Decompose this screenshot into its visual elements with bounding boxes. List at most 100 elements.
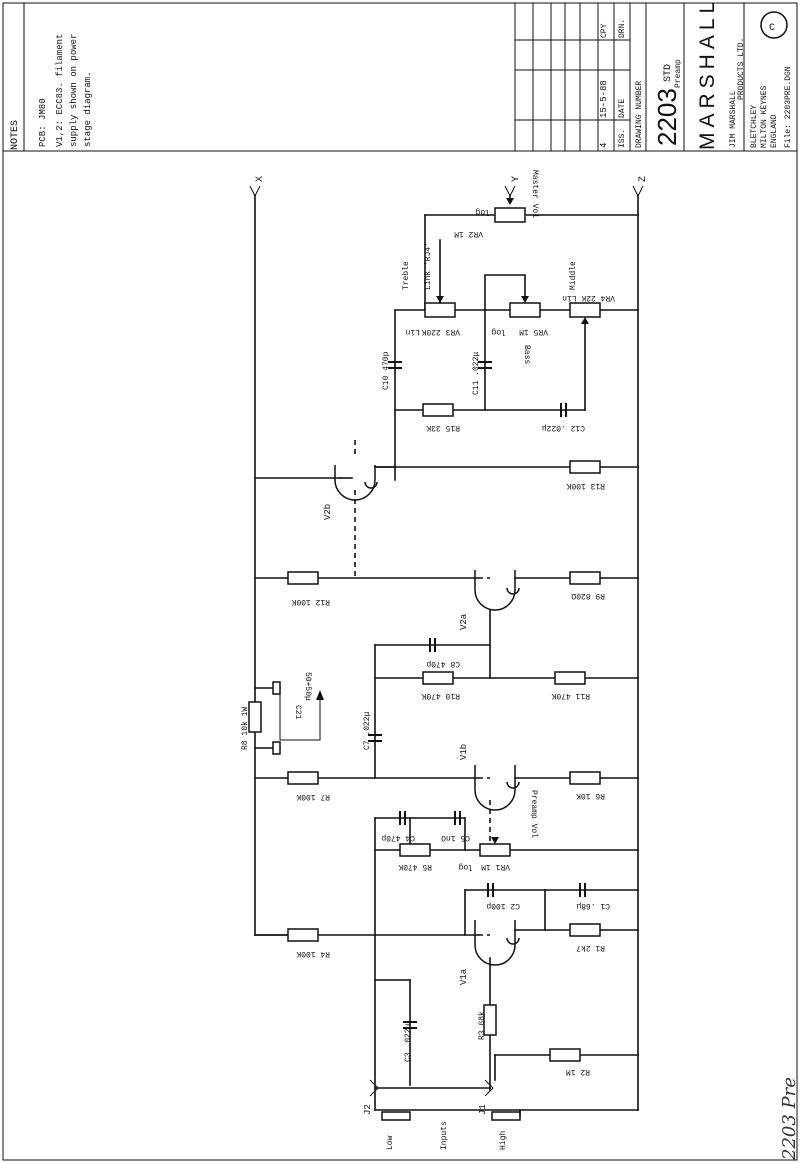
address-line: MILTON KEYNES: [760, 85, 769, 148]
inputs-label: Inputs: [440, 1121, 449, 1150]
c11-label: C11 .022μ: [472, 352, 481, 395]
file-name: File: 2203PRE.DGN: [784, 66, 793, 148]
vr3-potentiometer: [424, 302, 456, 318]
jack-j2-tip: [369, 1079, 379, 1097]
r5-resistor: [399, 843, 431, 857]
brand-name: MARSHALL: [696, 0, 719, 150]
drawing-number: 2203: [652, 88, 682, 146]
wire: [484, 274, 526, 311]
drawing-sub: Preamp: [674, 59, 683, 88]
vr2-name: Master Vol: [530, 170, 539, 218]
link-label: Link 'RJ4': [424, 242, 433, 290]
c21-capacitor: [272, 681, 281, 695]
issue-date: 15-5-88: [599, 80, 609, 118]
vr3-wiper: [436, 296, 444, 303]
address-line: ENGLAND: [770, 114, 779, 148]
vr5-label: VR5 1M: [519, 327, 548, 336]
vr5-name: Bass: [522, 345, 531, 364]
vr1-name: Preamp Vol: [529, 790, 538, 838]
drn-label: DRN.: [618, 19, 627, 38]
r8-resistor: [248, 701, 262, 733]
vr4-label: VR4 22K Lin: [562, 293, 615, 302]
vr1-potentiometer: [479, 843, 511, 857]
svg-text:C: C: [769, 23, 775, 34]
r2-label: R2 1M: [566, 1067, 590, 1076]
vr5-taper: log: [491, 327, 506, 336]
r7-label: R7 100K: [296, 792, 330, 801]
c21-value: 50+50μ: [303, 672, 312, 701]
valve-v2b: [334, 440, 378, 501]
r11-label: R11 470K: [551, 691, 590, 700]
vr2-potentiometer: [494, 207, 526, 223]
r10-label: R10 470K: [421, 691, 460, 700]
r15-label: R15 33K: [426, 423, 460, 432]
r6-label: R6 10K: [576, 791, 605, 800]
vr3-name: Treble: [402, 261, 411, 290]
v1a-label: V1a: [459, 968, 469, 985]
r13-resistor: [569, 460, 601, 474]
drawing-std: STD: [663, 64, 674, 82]
r4-label: R4 100K: [296, 949, 330, 958]
vr3-taper: Lin: [405, 327, 420, 336]
c4-label: C4 470p: [381, 833, 415, 842]
valve-v2a: [474, 570, 520, 611]
cpy-label: CPY: [600, 23, 609, 38]
notes-line: V1,2: ECC83. filament: [55, 34, 65, 147]
high-label: High: [499, 1131, 508, 1150]
c10-label: C10 470p: [382, 351, 391, 390]
r13-label: R13 100K: [566, 481, 605, 490]
vr4-name: Middle: [569, 261, 578, 290]
rail-x-label: X: [255, 176, 266, 182]
v2a-label: V2a: [459, 613, 469, 630]
c12-label: C12 .022μ: [542, 423, 585, 432]
notes-line: stage diagram.: [83, 71, 93, 147]
r12-label: R12 100K: [291, 597, 330, 606]
c21-arrow: [316, 690, 324, 700]
vr1-wiper: [491, 837, 499, 844]
r3-resistor: [483, 1004, 497, 1036]
c21-label: C21: [293, 705, 302, 720]
drawing-number-label: DRAWING NUMBER: [635, 81, 644, 148]
notes-line: supply shown on power: [69, 34, 79, 147]
vr3-label: VR3 220K: [421, 327, 460, 336]
issue-number: 4: [599, 143, 609, 148]
v1b-label: V1b: [459, 744, 469, 760]
address-line: BLETCHLEY: [750, 105, 759, 148]
rail-x-arrow: [249, 185, 261, 198]
date-label: DATE: [618, 99, 627, 118]
r1-resistor: [569, 923, 601, 937]
notes-line: PCB: JM80: [38, 98, 48, 147]
r7-resistor: [287, 771, 319, 785]
r2-resistor: [549, 1048, 581, 1062]
r12-resistor: [287, 571, 319, 585]
r8-label: R8 10k 1W: [241, 707, 250, 750]
low-label: Low: [386, 1135, 395, 1150]
c8-label: C8 470p: [426, 659, 460, 668]
r11-resistor: [554, 671, 586, 685]
handwritten-note: 2203 Pre: [779, 1077, 800, 1161]
r4-resistor: [287, 928, 319, 942]
c7-label: C7 .022μ: [363, 711, 372, 750]
vr5-potentiometer: [509, 302, 541, 318]
rail-z-label: Z: [638, 176, 649, 182]
rail-z-arrow: [632, 185, 644, 198]
copyright-symbol: C: [760, 11, 788, 39]
c5-label: C5 1nO: [441, 833, 470, 842]
valve-v1b: [474, 765, 520, 811]
vr2-label: VR2 1M: [454, 229, 483, 238]
c21-wire: [279, 690, 321, 741]
c2-label: C2 100p: [486, 901, 520, 910]
c1-label: C1 .68μ: [576, 901, 610, 910]
jack-j1: [491, 1111, 521, 1121]
r1-label: R1 2k7: [576, 943, 605, 952]
vr4-wiper: [581, 317, 589, 324]
vr5-wiper: [521, 296, 529, 303]
jack-j2: [381, 1111, 411, 1121]
c3-label: C3 .022μ: [404, 1023, 413, 1062]
j1-label: J1: [478, 1104, 488, 1115]
rail-y-label: Y: [511, 176, 522, 182]
valve-v1a: [474, 920, 520, 966]
